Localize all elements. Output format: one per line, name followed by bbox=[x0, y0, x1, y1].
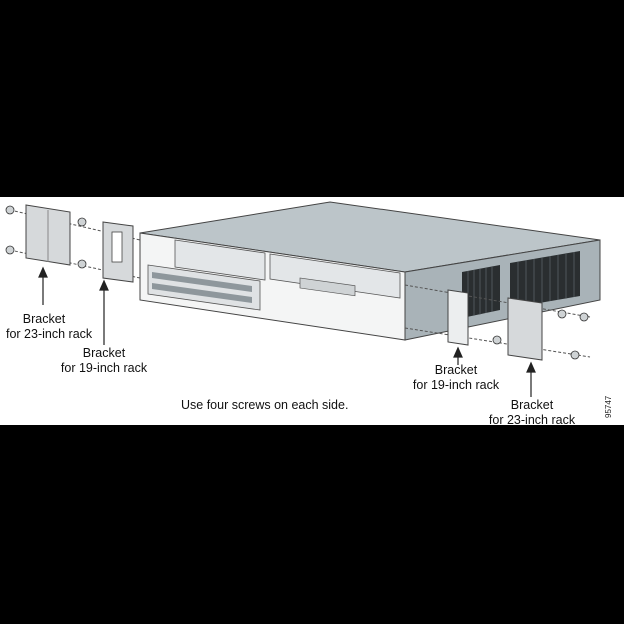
label-bracket-23-right: Bracket for 23-inch rack bbox=[488, 398, 576, 427]
label-bracket-19-right: Bracket for 19-inch rack bbox=[412, 363, 500, 392]
label-bracket-19-left: Bracket for 19-inch rack bbox=[60, 346, 148, 375]
side-vents bbox=[462, 251, 580, 318]
ethernet-ports bbox=[152, 272, 252, 304]
serial-connector bbox=[299, 277, 356, 297]
screws bbox=[5, 205, 589, 360]
bracket-19-right bbox=[447, 289, 469, 346]
figure-id: 95747 bbox=[604, 395, 613, 418]
bracket-23-right bbox=[507, 297, 543, 361]
figure-caption: Use four screws on each side. bbox=[181, 398, 349, 412]
label-bracket-23-left: Bracket for 23-inch rack bbox=[6, 312, 93, 341]
callout-arrows bbox=[38, 266, 536, 397]
